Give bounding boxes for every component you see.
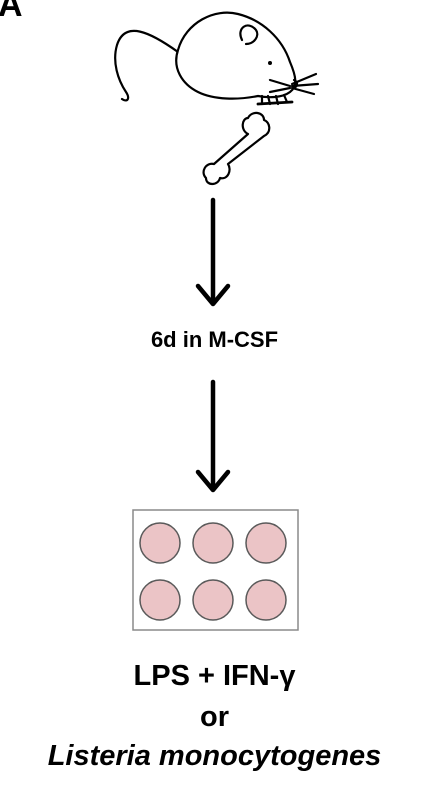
well	[245, 579, 287, 621]
well	[192, 579, 234, 621]
well	[245, 522, 287, 564]
treatment-line-2: or	[200, 701, 229, 733]
arrow-down-icon-2	[195, 379, 231, 493]
well	[139, 522, 181, 564]
treatment-line-1: LPS + IFN-γ	[133, 660, 296, 692]
culture-step-label: 6d in M-CSF	[150, 327, 279, 352]
arrow-down-icon-1	[195, 197, 231, 307]
well	[139, 579, 181, 621]
panel-label: A	[0, 0, 23, 24]
mouse-icon	[114, 11, 320, 106]
six-well-plate-icon	[132, 509, 299, 631]
treatment-line-3: Listeria monocytogenes	[47, 740, 382, 772]
bone-icon	[202, 111, 271, 186]
well	[192, 522, 234, 564]
